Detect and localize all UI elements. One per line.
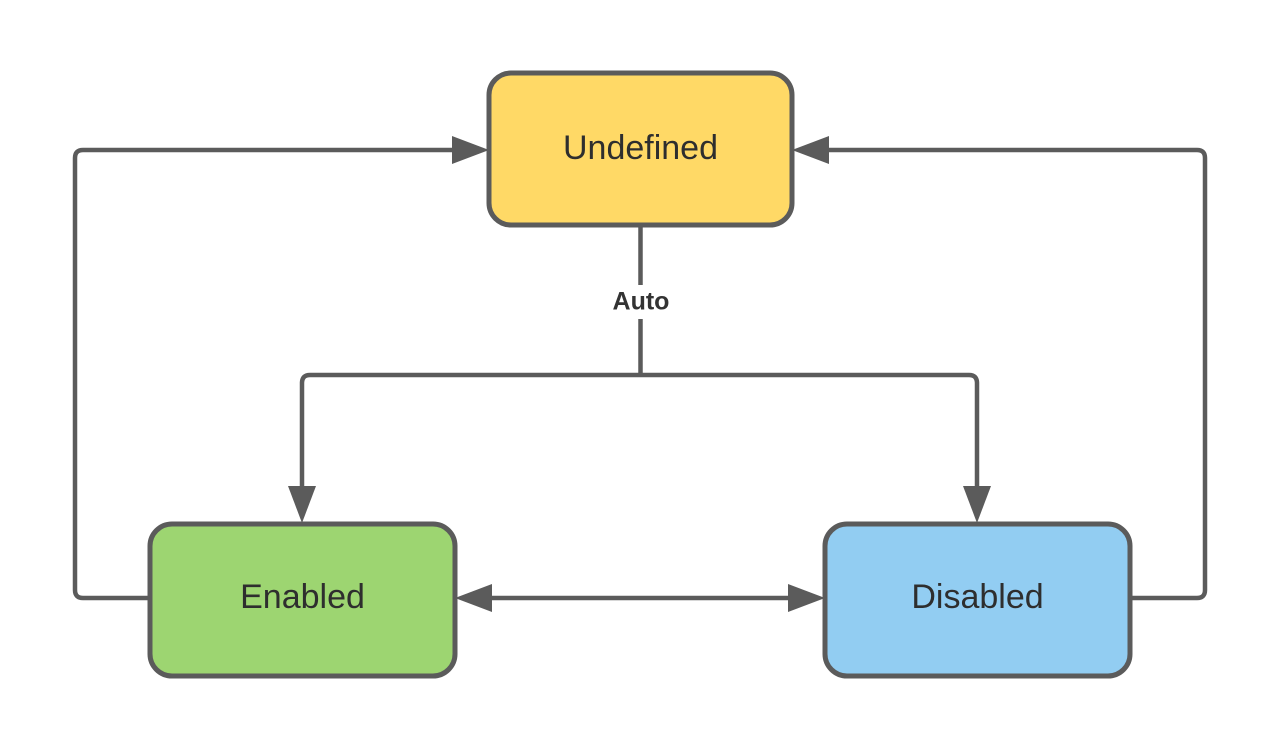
edge-auto-label: Auto — [613, 288, 670, 316]
node-disabled-label: Disabled — [911, 578, 1043, 616]
node-undefined[interactable]: Undefined — [486, 70, 795, 228]
edge-to-enabled-arrowhead — [455, 584, 492, 612]
edge-auto-label-background — [596, 285, 686, 319]
edge-disabled-to-undefined-path — [829, 147, 1208, 601]
node-enabled-label: Enabled — [240, 578, 365, 616]
edge-enabled-to-undefined[interactable] — [72, 136, 489, 601]
node-undefined-label: Undefined — [563, 129, 718, 167]
edge-enabled-disabled-bidirectional[interactable] — [455, 584, 825, 612]
edge-auto-right-branch-path — [640, 372, 980, 486]
node-disabled[interactable]: Disabled — [822, 521, 1133, 679]
edge-to-disabled-arrowhead — [788, 584, 825, 612]
node-disabled-shape — [822, 521, 1133, 679]
edge-disabled-to-undefined[interactable] — [792, 136, 1208, 601]
node-enabled-shape — [147, 521, 458, 679]
edge-auto-to-disabled-arrowhead — [963, 486, 991, 523]
edge-enabled-to-undefined-arrowhead — [452, 136, 489, 164]
node-undefined-shape — [486, 70, 795, 228]
edge-enabled-to-undefined-path — [72, 147, 455, 601]
edge-auto-to-enabled-arrowhead — [288, 486, 316, 523]
edge-auto-left-branch-path — [299, 372, 641, 486]
edge-undefined-auto-branch[interactable]: Auto — [288, 225, 991, 523]
edge-disabled-to-undefined-arrowhead — [792, 136, 829, 164]
node-enabled[interactable]: Enabled — [147, 521, 458, 679]
